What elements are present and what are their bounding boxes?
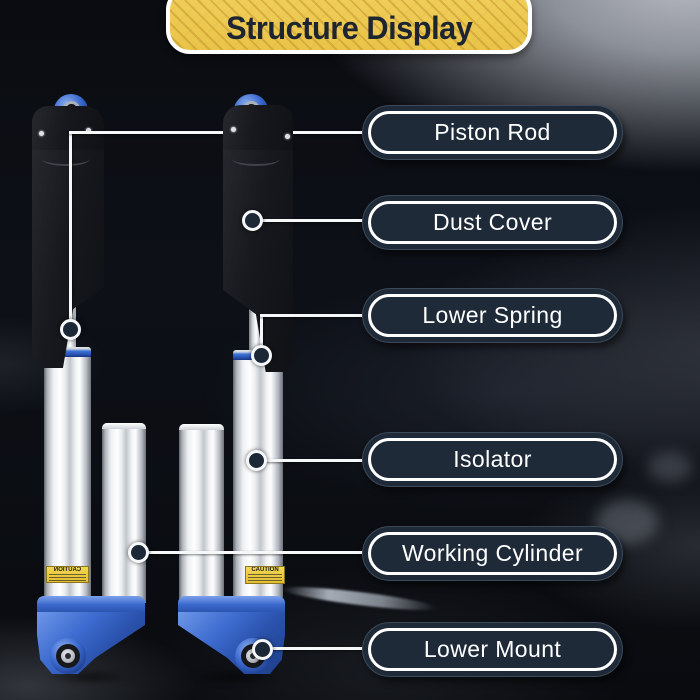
left-reservoir-cap (102, 423, 146, 429)
working-cylinder-callout-dot (128, 542, 149, 563)
label-isolator: Isolator (453, 446, 532, 472)
piston-rod-callout-line (69, 131, 366, 134)
label-working-cylinder: Working Cylinder (401, 540, 584, 566)
right-mount-bolt-socket (250, 653, 256, 659)
dust-cover-callout-line (253, 219, 366, 222)
left-mount-flange (37, 596, 145, 616)
left-cover-screw-icon (86, 128, 91, 133)
caution-fine-print (248, 574, 282, 581)
dust-cover-callout-dot (242, 210, 263, 231)
label-pill-piston-rod: Piston Rod (362, 105, 623, 160)
label-dust-cover: Dust Cover (432, 209, 553, 235)
right-shock-shadow (172, 666, 297, 688)
lower-spring-callout-dot (251, 345, 272, 366)
lower-spring-callout-line (260, 316, 263, 350)
right-reservoir-cap (179, 424, 224, 430)
isolator-callout-dot (246, 450, 267, 471)
right-mount-flange (178, 596, 285, 616)
right-working-cylinder (233, 360, 283, 599)
right-reservoir-cylinder (179, 424, 224, 602)
left-caution-sticker: CAUTION (46, 566, 89, 583)
label-pill-lower-mount: Lower Mount (362, 622, 623, 677)
caution-label: CAUTION (251, 567, 279, 573)
caution-fine-print (49, 574, 86, 581)
label-pill-working-cylinder: Working Cylinder (362, 526, 623, 581)
left-dust-cover-seam (42, 152, 90, 166)
left-working-cylinder (44, 357, 91, 599)
right-dust-cover-seam (232, 152, 280, 166)
label-pill-dust-cover: Dust Cover (362, 195, 623, 250)
label-pill-isolator: Isolator (362, 432, 623, 487)
right-cover-screw-icon (285, 134, 290, 139)
piston-rod-callout-line (69, 132, 72, 330)
right-caution-sticker: CAUTION (245, 566, 285, 584)
header-banner: Structure Display (166, 0, 532, 54)
lower-mount-callout-line (263, 647, 366, 650)
isolator-callout-line (257, 459, 366, 462)
label-piston-rod: Piston Rod (434, 119, 551, 145)
bokeh-highlight (648, 452, 692, 482)
caution-label: CAUTION (53, 567, 82, 573)
water-splash (281, 582, 438, 615)
left-reservoir-cylinder (102, 423, 146, 603)
label-pill-lower-spring: Lower Spring (362, 288, 623, 343)
left-cover-screw-icon (39, 131, 44, 136)
label-lower-spring: Lower Spring (422, 302, 563, 328)
right-cover-screw-icon (231, 127, 236, 132)
page-title: Structure Display (225, 9, 473, 46)
working-cylinder-callout-line (138, 551, 366, 554)
lower-spring-callout-line (260, 314, 366, 317)
lower-mount-callout-dot (252, 639, 273, 660)
left-mount-bolt-socket (65, 653, 71, 659)
left-shock-shadow (28, 666, 153, 688)
label-lower-mount: Lower Mount (423, 636, 562, 662)
piston-rod-callout-dot (60, 319, 81, 340)
